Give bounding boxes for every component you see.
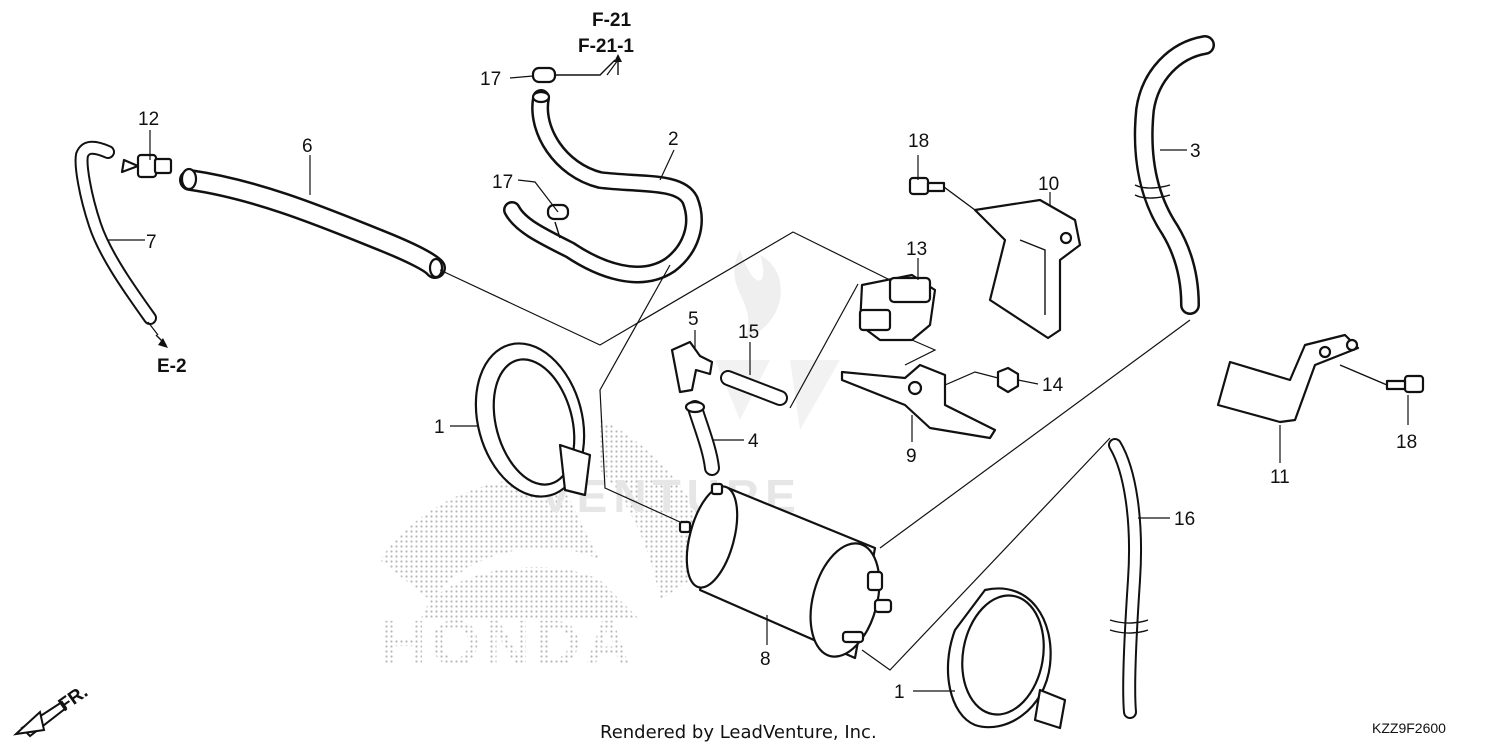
f21-arrow-icon (614, 54, 622, 75)
footer-credit: Rendered by LeadVenture, Inc. (600, 722, 877, 743)
reference-labels: F-21 F-21-1 E-2 (157, 10, 634, 377)
callout-7: 7 (146, 232, 157, 253)
callout-9: 9 (906, 446, 917, 467)
part-11-bracket (1216, 333, 1360, 424)
part-1-band-lower (946, 587, 1067, 730)
part-5-joint (670, 340, 714, 394)
part-14-nut (996, 366, 1020, 394)
front-arrow-icon: FR. (12, 681, 92, 738)
callout-2: 2 (668, 129, 679, 150)
callout-3: 3 (1190, 141, 1201, 162)
part-18-bolt-upper (908, 176, 976, 211)
callout-16: 16 (1174, 509, 1195, 530)
part-10-bracket (973, 198, 1082, 340)
part-8-canister (678, 482, 893, 660)
callout-11: 11 (1270, 467, 1290, 488)
part-18-bolt-right (1339, 364, 1425, 394)
callout-1-lower: 1 (894, 682, 905, 703)
part-7-hose (74, 140, 157, 325)
callout-numbers: 12 6 7 2 17 17 3 10 18 13 5 15 4 1 9 14 … (138, 69, 1417, 703)
connection-lines (439, 59, 1191, 671)
part-13-solenoid (858, 273, 937, 342)
ref-e2: E-2 (157, 356, 187, 377)
part-16-hose (1108, 438, 1149, 719)
honda-watermark-text: HONDA (380, 607, 635, 679)
callout-17-top: 17 (480, 69, 501, 90)
part-6-hose (179, 167, 446, 279)
callout-8: 8 (760, 649, 771, 670)
ref-f21: F-21 (592, 10, 632, 31)
part-3-hose (1133, 35, 1215, 315)
callout-4: 4 (748, 431, 759, 452)
callout-15: 15 (738, 322, 759, 343)
callout-lines (108, 75, 1409, 692)
callout-18-upper: 18 (908, 131, 929, 152)
part-15-tube (720, 370, 788, 406)
part-1-band-upper (474, 342, 592, 498)
callout-5: 5 (688, 309, 699, 330)
callout-17-lower: 17 (492, 172, 513, 193)
part-4-tube (684, 400, 720, 476)
part-12-fitting (120, 153, 173, 179)
callout-18-right: 18 (1396, 432, 1417, 453)
part-9-bracket (840, 363, 997, 440)
callout-13: 13 (906, 239, 927, 260)
e2-arrow-icon (155, 334, 168, 348)
callout-12: 12 (138, 109, 159, 130)
callout-14: 14 (1042, 375, 1064, 396)
part-17-clip-top (531, 59, 616, 84)
callout-6: 6 (302, 136, 313, 157)
callout-10: 10 (1038, 174, 1059, 195)
part-2-hose (503, 89, 703, 284)
callout-1-upper: 1 (434, 417, 445, 438)
ref-f21-1: F-21-1 (578, 36, 634, 57)
diagram-code: KZZ9F2600 (1372, 720, 1446, 736)
